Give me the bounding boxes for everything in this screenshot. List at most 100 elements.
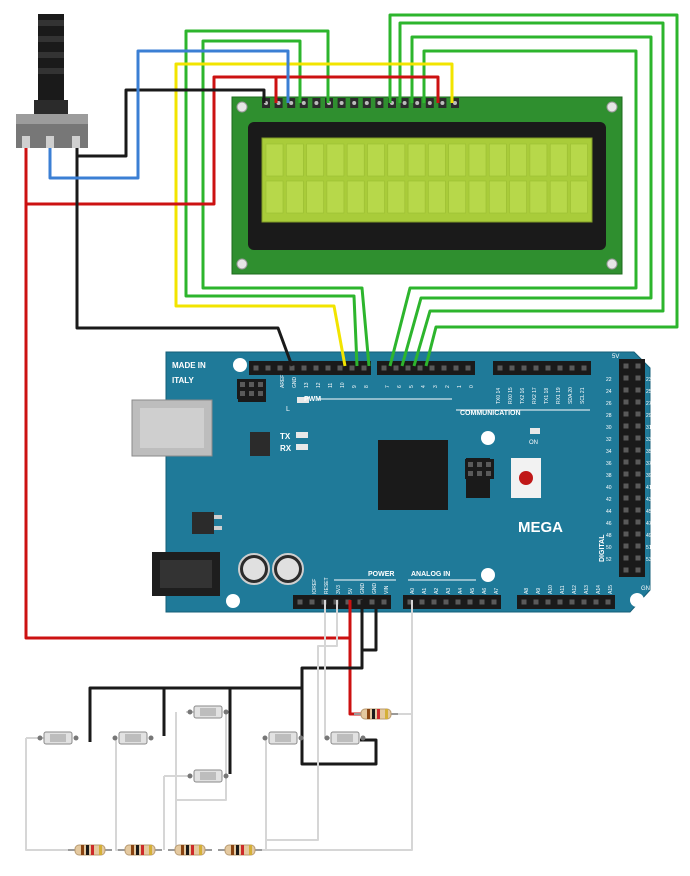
header-pin	[521, 599, 527, 605]
pin-label: A8	[524, 588, 530, 594]
led-tx-label: TX	[280, 432, 291, 441]
header-pin	[249, 382, 254, 387]
lcd-char-cell	[488, 180, 507, 214]
header-pin	[623, 471, 629, 477]
push-button-leg	[298, 735, 304, 741]
header-pin	[545, 365, 551, 371]
wires	[24, 13, 679, 851]
header-pin	[345, 599, 351, 605]
pin-label: TX2 16	[520, 388, 526, 404]
header-pin	[581, 365, 587, 371]
lcd-char-cell	[265, 180, 284, 214]
led-rx-label: RX	[280, 444, 292, 453]
power-label: POWER	[368, 571, 394, 578]
board-country-label: ITALY	[172, 376, 194, 385]
header-pin	[249, 391, 254, 396]
pin-label: 1	[457, 385, 463, 388]
pin-label: TX1 18	[544, 388, 550, 404]
pin-label: 12	[316, 382, 322, 388]
pin-label: A12	[572, 585, 578, 594]
header-pin	[557, 365, 563, 371]
header-pin	[337, 365, 343, 371]
pin-label: 4	[421, 385, 427, 388]
pin-label: 26	[606, 401, 612, 407]
lcd-char-cell	[306, 180, 324, 214]
lcd-pin-hole	[453, 101, 457, 105]
header-pin	[369, 599, 375, 605]
header-pin	[635, 471, 641, 477]
header-pin	[521, 365, 527, 371]
header-5v-label: 5V	[612, 354, 619, 360]
header-pin	[468, 471, 473, 476]
lcd-char-cell	[428, 180, 446, 214]
header-pin	[381, 599, 387, 605]
header-pin	[623, 423, 629, 429]
resistor-band	[231, 845, 234, 855]
resistor-band	[191, 845, 194, 855]
lcd-char-cell	[549, 180, 568, 214]
resistor-band	[86, 845, 89, 855]
header-pin	[289, 365, 295, 371]
pin-label: RX0 15	[508, 387, 514, 404]
resistor-band	[186, 845, 189, 855]
header-pin	[393, 365, 399, 371]
pin-label: A1	[422, 588, 428, 594]
header-pin	[477, 462, 482, 467]
pin-label: A11	[560, 585, 566, 594]
header-pin	[623, 435, 629, 441]
header-pin	[477, 471, 482, 476]
header-pin	[623, 459, 629, 465]
push-button-leg	[187, 773, 193, 779]
pin-label: RX1 19	[556, 387, 562, 404]
header-pin	[313, 365, 319, 371]
resistor-band	[181, 845, 184, 855]
header-pin	[467, 599, 473, 605]
resistor-band	[99, 845, 102, 855]
push-button-leg	[187, 709, 193, 715]
pin-label: 43	[646, 497, 652, 503]
resistor-band	[385, 709, 388, 719]
lcd-char-cell	[285, 180, 304, 214]
pin-label: A6	[482, 588, 488, 594]
pin-label: 46	[606, 521, 612, 527]
lcd-char-cell	[306, 143, 324, 177]
resistor-band	[249, 845, 252, 855]
lcd-pin-hole	[440, 101, 445, 105]
resistor-band	[131, 845, 134, 855]
pin-label: 31	[646, 425, 652, 431]
pin-label: 52	[606, 557, 612, 563]
pin-label: IOREF	[312, 579, 318, 594]
header-gnd-label: GND	[641, 586, 655, 592]
pin-label: 10	[340, 382, 346, 388]
header-pin	[635, 375, 641, 381]
lcd-char-cell	[367, 143, 385, 177]
push-button-cap	[125, 734, 141, 742]
pin-label: 6	[397, 385, 403, 388]
pin-label: A7	[494, 588, 500, 594]
lcd-pin-hole	[276, 101, 281, 105]
header-pin	[635, 435, 641, 441]
arduino-mega-board: MADE IN ITALY MEGA PWM COMMUNICATION POW…	[131, 351, 655, 613]
resistor-band	[367, 709, 370, 719]
led-on-label: ON	[529, 440, 538, 446]
green-wires	[184, 13, 679, 367]
header-pin	[623, 363, 629, 369]
header-pin	[361, 365, 367, 371]
pin-label: 23	[646, 377, 652, 383]
lcd-char-cell	[326, 143, 345, 177]
resistor-band	[136, 845, 139, 855]
header-pin	[623, 543, 629, 549]
pin-label: 25	[646, 389, 652, 395]
header-pin	[623, 567, 629, 573]
lcd-pin-hole	[352, 101, 357, 105]
header-pin	[429, 365, 435, 371]
pin-label: 22	[606, 377, 612, 383]
pin-label: 11	[328, 383, 334, 388]
resistor-band	[377, 709, 380, 719]
pin-label: 42	[606, 497, 612, 503]
lcd-char-cell	[387, 180, 406, 214]
pin-label: A2	[434, 588, 440, 594]
lcd-char-cell	[549, 143, 568, 177]
header-strip	[517, 595, 615, 609]
